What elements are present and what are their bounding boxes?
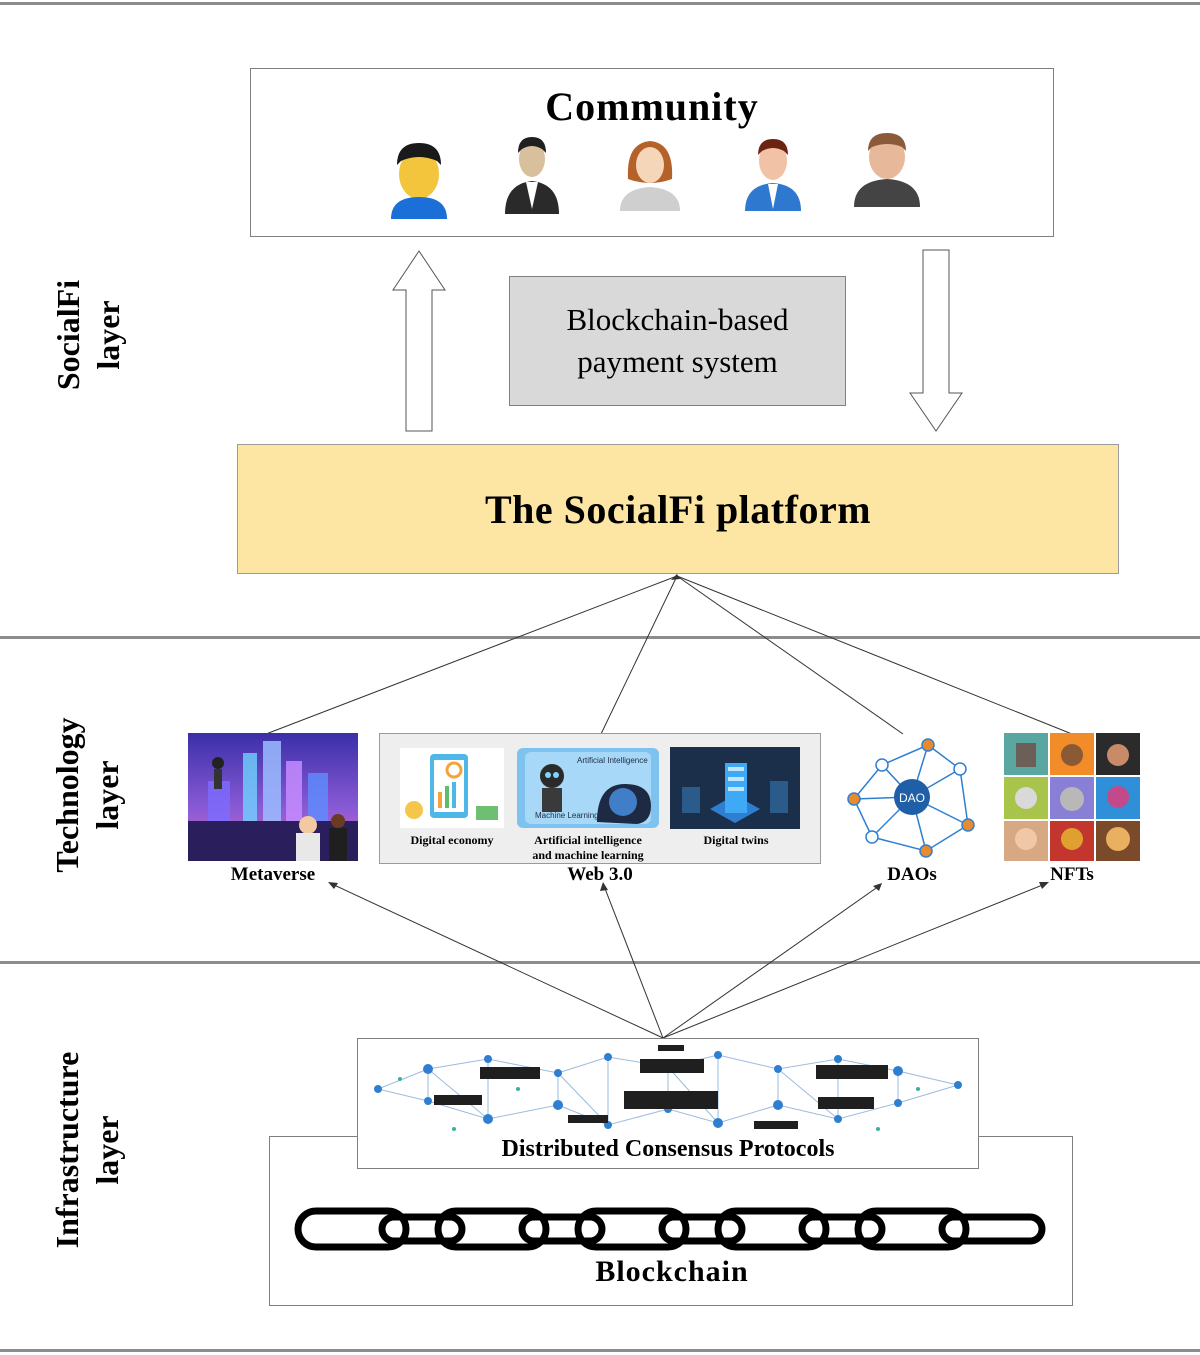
digital-economy-label: Digital economy [410, 833, 494, 847]
consensus-network-image [374, 1045, 962, 1131]
platform-title: The SocialFi platform [484, 486, 872, 532]
web3-label: Web 3.0 [567, 864, 633, 885]
digital-economy-image [400, 748, 504, 828]
digital-twins-label: Digital twins [703, 833, 769, 847]
web3-box: Digital economy Artificial Intelligence … [379, 733, 821, 864]
metaverse-image [188, 733, 358, 861]
technology-infrastructure-divider [0, 961, 1200, 964]
chain-image [294, 1207, 1046, 1251]
blockchain-label: Blockchain [595, 1255, 749, 1288]
ml-banner-text: Machine Learning [535, 811, 599, 820]
top-divider [0, 2, 1200, 5]
metaverse-label: Metaverse [230, 864, 316, 885]
community-box: Community [250, 68, 1054, 237]
user-icon [745, 139, 801, 211]
user-icon [505, 137, 559, 214]
digital-twins-image [670, 747, 800, 829]
user-icon [391, 143, 447, 219]
ai-ml-image: Artificial Intelligence Machine Learning [517, 748, 659, 828]
dao-network-image: DAO [847, 738, 975, 858]
ai-banner-text: Artificial Intelligence [577, 756, 648, 765]
bottom-divider [0, 1349, 1200, 1352]
socialfi-technology-divider [0, 636, 1200, 639]
nft-grid-image [1004, 733, 1140, 861]
community-members [391, 133, 920, 219]
consensus-label: Distributed Consensus Protocols [501, 1136, 835, 1162]
socialfi-platform-box: The SocialFi platform [237, 444, 1119, 574]
dao-hub-text: DAO [899, 791, 925, 805]
daos-label: DAOs [887, 864, 937, 885]
ai-ml-label: Artificial intelligence and machine lear… [532, 833, 644, 862]
user-icon [620, 141, 680, 211]
payment-system-box: Blockchain-based payment system [509, 276, 846, 406]
consensus-box: Distributed Consensus Protocols [357, 1038, 979, 1169]
up-arrow [392, 250, 446, 432]
down-arrow [909, 249, 963, 432]
community-title: Community [545, 84, 759, 129]
nfts-label: NFTs [1050, 864, 1094, 885]
user-icon [854, 133, 920, 207]
